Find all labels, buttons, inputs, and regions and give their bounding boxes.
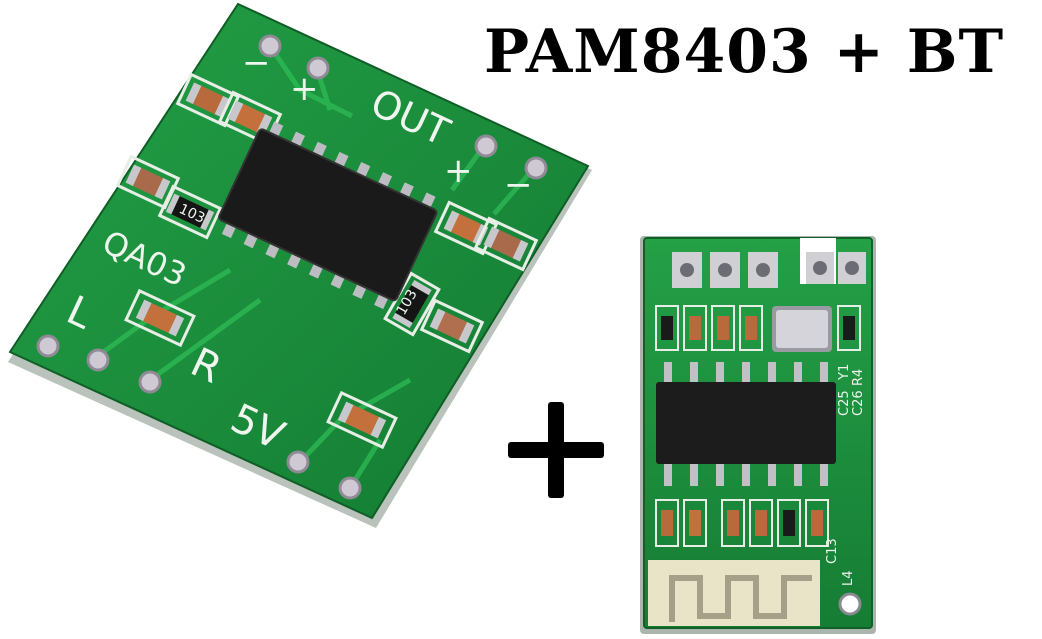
- amp-resistor-1: [157, 184, 223, 240]
- amplifier-board: OUT + − + − QA03 L R 5V 103 103: [8, 2, 592, 528]
- label-plus-top: +: [290, 69, 319, 109]
- amp-capacitors: [115, 72, 539, 450]
- bt-antenna: [648, 560, 862, 626]
- bluetooth-board: C13 L4 C25 C26 R4 Y1: [640, 236, 876, 634]
- bt-smd-parts-bottom: [655, 499, 829, 547]
- bt-smd-parts-top: [655, 305, 861, 351]
- plus-symbol: +: [508, 402, 604, 498]
- label-y1: Y1: [837, 364, 852, 381]
- label-minus-top: −: [242, 43, 271, 83]
- label-r4: R4: [851, 369, 866, 386]
- label-c25: C25: [837, 390, 852, 416]
- amp-pads: [36, 34, 548, 500]
- label-minus-right: −: [504, 165, 533, 205]
- label-l4: L4: [841, 570, 856, 586]
- bt-crystal: [772, 306, 832, 352]
- product-title: PAM8403 + BT: [484, 17, 1005, 87]
- bt-chip: [656, 362, 836, 486]
- bt-header-pads: [672, 238, 866, 288]
- label-plus-right: +: [444, 151, 473, 191]
- pam8403-chip: [218, 121, 438, 310]
- label-c13: C13: [825, 538, 840, 564]
- label-c26: C26: [851, 390, 866, 416]
